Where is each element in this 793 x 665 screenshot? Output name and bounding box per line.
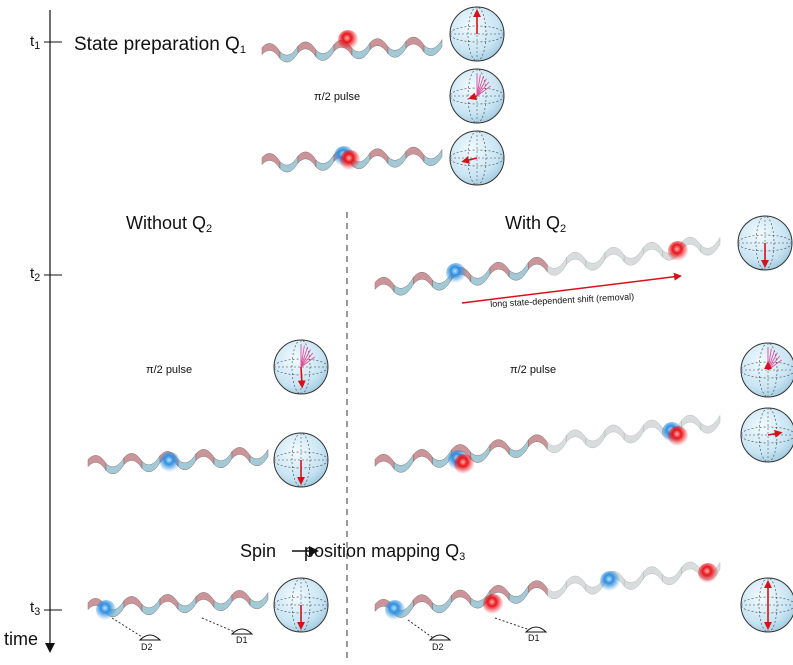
helix-map-right — [374, 561, 721, 618]
bloch-sphere-with-recombine — [740, 407, 793, 463]
bloch-sphere-map-right — [740, 577, 793, 633]
atom-map-right-blue-2 — [600, 571, 620, 591]
pulse-label-right: π/2 pulse — [510, 364, 557, 376]
pulse-label-left: π/2 pulse — [146, 364, 193, 376]
heading-state-preparation: State preparation Q1 — [74, 34, 246, 56]
atom-map-right-red — [483, 594, 503, 614]
detector-label-right-d1: D1 — [528, 633, 540, 643]
heading-without-q2: Without Q2 — [126, 213, 213, 235]
atom-map-left-blue — [96, 600, 116, 620]
atom-prep-2-red — [340, 150, 360, 170]
bloch-sphere-with-shift — [737, 215, 793, 271]
bloch-sphere-pulse-right — [740, 342, 793, 398]
detector-line-left-d1 — [201, 617, 236, 633]
detector-label-right-d2: D2 — [432, 642, 444, 652]
detector-line-right-d1 — [494, 617, 531, 631]
bloch-sphere-pulse-top — [449, 68, 505, 124]
detector-icon-right-d1 — [524, 626, 548, 633]
shift-arrow — [461, 272, 682, 304]
atom-with-shift-red — [668, 241, 688, 261]
time-axis-label: time — [4, 629, 39, 649]
detector-label-left-d1: D1 — [236, 635, 248, 645]
bloch-sphere-without — [273, 432, 329, 488]
bloch-sphere-prep-1 — [449, 6, 505, 62]
atom-prep-1-red — [338, 30, 358, 50]
time-tick-t2: t2 — [30, 265, 41, 284]
atom-with-rec-red-right — [668, 426, 688, 446]
detector-line-right-d2 — [407, 619, 437, 641]
bloch-sphere-map-left — [273, 577, 329, 633]
atom-with-rec-red-left — [454, 454, 474, 474]
detector-label-left-d2: D2 — [141, 642, 153, 652]
bloch-sphere-prep-2 — [449, 130, 505, 186]
heading-with-q2: With Q2 — [505, 213, 567, 235]
detector-icon-left-d1 — [230, 628, 254, 635]
pulse-label-top: π/2 pulse — [314, 91, 361, 103]
atom-map-right-blue — [385, 600, 405, 620]
detector-icon-right-d2 — [428, 634, 452, 641]
detector-line-left-d2 — [111, 617, 148, 641]
time-tick-t3: t3 — [30, 599, 41, 618]
atom-map-right-red-2 — [698, 563, 718, 583]
helix-with-q2-shift — [374, 236, 721, 296]
time-tick-t1: t1 — [30, 33, 41, 52]
bloch-sphere-pulse-left — [273, 339, 329, 395]
detector-icon-left-d2 — [138, 634, 162, 641]
helix-map-left — [87, 590, 269, 618]
atom-without-blue — [160, 452, 180, 472]
atom-with-shift-blue — [446, 263, 466, 283]
